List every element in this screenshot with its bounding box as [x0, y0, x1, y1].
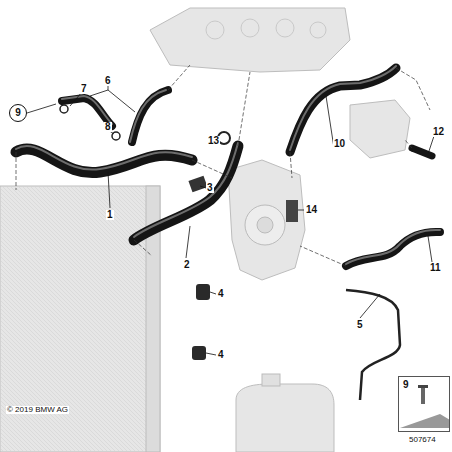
key-box: 9 [398, 376, 450, 432]
callout-number: 7 [80, 84, 88, 94]
circled-callout: 9 [9, 104, 27, 122]
callout-number: 12 [432, 127, 445, 137]
radiator-fins [0, 186, 150, 452]
water-pump [228, 160, 305, 280]
callout-number: 5 [356, 320, 364, 330]
vent-line [346, 290, 400, 400]
callout-number: 3 [206, 183, 214, 193]
callout-number: 4 [217, 350, 225, 360]
callout-number: 9 [15, 108, 21, 118]
aux-water-pump [350, 100, 410, 158]
callout-number: 10 [333, 139, 346, 149]
expansion-tank [236, 384, 334, 452]
note-text: © 2019 BMW AG [6, 406, 69, 414]
radiator [0, 186, 160, 452]
callout-number: 14 [305, 205, 318, 215]
callout-number: 13 [207, 136, 220, 146]
callout-number: 11 [429, 263, 442, 273]
o-ring [60, 105, 68, 113]
callout-number: 1 [106, 210, 114, 220]
screw-key-box [400, 385, 450, 428]
leader-lines [27, 86, 434, 355]
mount [192, 346, 206, 360]
note-text: 507674 [408, 436, 437, 444]
coolant-hoses [16, 66, 440, 266]
callout-number: 4 [217, 289, 225, 299]
callout-number: 9 [403, 380, 409, 390]
callout-number: 2 [183, 260, 191, 270]
callout-number: 8 [104, 122, 112, 132]
valve [286, 200, 298, 222]
clamp [188, 176, 207, 193]
dashed-connections [16, 65, 430, 266]
callout-number: 6 [104, 76, 112, 86]
cylinder-head [150, 8, 350, 72]
mount [196, 284, 210, 300]
